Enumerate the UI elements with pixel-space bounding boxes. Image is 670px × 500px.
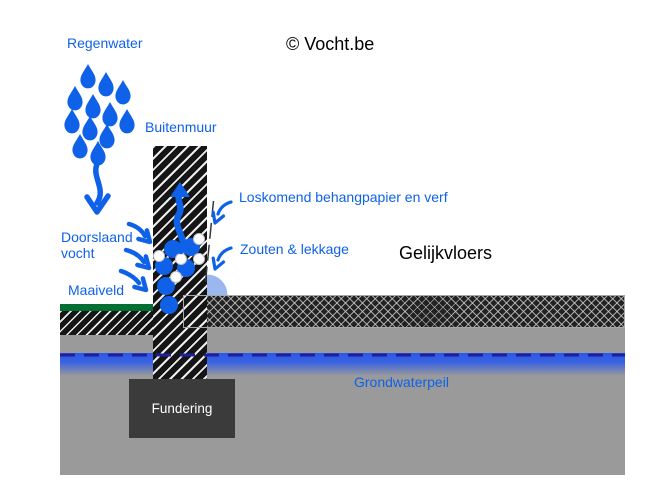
loskomend-behangpapier-label: Loskomend behangpapier en verf — [239, 189, 448, 205]
raindrop-icon — [67, 86, 83, 111]
raindrop-icon — [72, 134, 88, 159]
buitenmuur-label: Buitenmuur — [145, 119, 217, 135]
grondwaterpeil-label: Grondwaterpeil — [354, 374, 449, 390]
raindrop-icon — [82, 116, 98, 141]
ground-level-strip — [60, 304, 154, 311]
wallpaper-callout-arrow-icon — [211, 200, 233, 225]
foundation-block: Fundering — [129, 379, 235, 438]
raindrop-icon — [90, 141, 106, 166]
ground-surface-hatch — [60, 311, 155, 335]
doorslaand-vocht-label: Doorslaand vocht — [61, 229, 133, 262]
foundation-label: Fundering — [151, 401, 213, 416]
salts-callout-arrow-icon — [211, 246, 233, 271]
penetrating-damp-arrow-icon — [118, 268, 149, 293]
raindrop-icon — [99, 124, 115, 149]
maaiveld-label: Maaiveld — [68, 282, 125, 298]
leakage-puddle — [207, 274, 228, 295]
raindrop-icon — [80, 64, 96, 89]
raindrop-icon — [98, 72, 114, 97]
zouten-lekkage-label: Zouten & lekkage — [240, 241, 349, 257]
raindrop-icon — [102, 102, 118, 127]
groundwater-band — [60, 353, 625, 376]
rain-cluster — [64, 64, 135, 166]
regenwater-label: Regenwater — [67, 35, 143, 51]
floor-slab — [183, 295, 625, 328]
raindrop-icon — [64, 109, 80, 134]
copyright-text: © Vocht.be — [286, 34, 375, 54]
rain-down-arrow-icon — [84, 159, 111, 215]
outer-wall — [153, 146, 207, 379]
gelijkvloers-label: Gelijkvloers — [399, 243, 493, 263]
raindrop-icon — [119, 109, 135, 134]
raindrop-icon — [85, 94, 101, 119]
raindrop-icon — [115, 80, 131, 105]
